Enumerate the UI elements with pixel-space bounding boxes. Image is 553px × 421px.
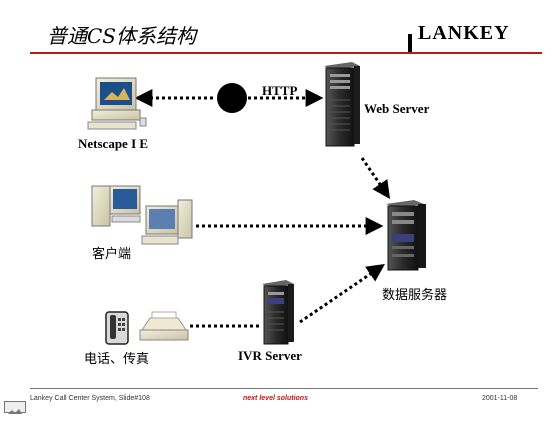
footer-date: 2001-11-08: [482, 395, 518, 402]
brand-bar: [408, 34, 412, 54]
http-label: HTTP: [262, 83, 298, 98]
title-rule: [30, 52, 542, 54]
telephone-fax-icon: [105, 311, 189, 345]
connector-web-db: [360, 157, 391, 199]
ivr-server-label: IVR Server: [238, 348, 302, 363]
slide-nav-button[interactable]: [4, 401, 26, 414]
tower-server-icon: [324, 62, 360, 147]
slide-title: 普通CS体系结构: [47, 24, 197, 48]
tower-server-icon: [262, 280, 294, 345]
client-label: 客户端: [92, 247, 132, 262]
connector-ivr-db: [299, 263, 385, 324]
http-protocol-node: [217, 83, 247, 113]
footer-rule: [30, 388, 538, 389]
brand-logo-text: LANKEY: [418, 22, 510, 44]
database-server-icon: [386, 200, 426, 271]
footer-slide-info: Lankey Call Center System, Slide#108: [30, 395, 150, 402]
pc-workstations-icon: [91, 185, 193, 245]
web-server-label: Web Server: [364, 101, 430, 116]
db-server-label: 数据服务器: [382, 288, 448, 303]
slideshow-icon: [8, 409, 22, 414]
phone-fax-label: 电话、传真: [84, 352, 150, 367]
desktop-computer-icon: [87, 77, 147, 130]
browser-label: Netscape I E: [78, 136, 149, 151]
footer-slogan: next level solutions: [243, 395, 308, 402]
